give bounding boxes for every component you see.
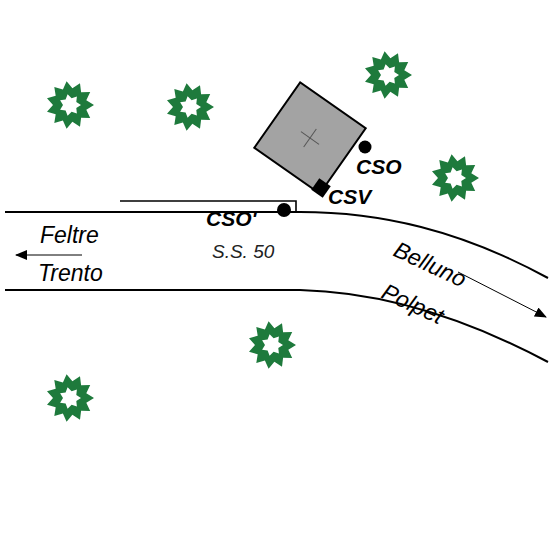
- csv-label: CSV: [328, 186, 371, 207]
- direction-arrow: [16, 255, 82, 256]
- tree-center: [60, 94, 81, 115]
- cso-prime-dot: [277, 203, 291, 217]
- csv-marker: [311, 178, 330, 197]
- road-edge: [5, 290, 548, 362]
- tree-symbol: [365, 51, 412, 99]
- direction-arrow: [458, 272, 546, 317]
- tree-symbol: [249, 321, 296, 369]
- trees: [47, 51, 479, 422]
- tree-center: [60, 387, 81, 408]
- tree-symbol: [167, 83, 214, 131]
- town-label: Feltre: [40, 224, 99, 247]
- cso-prime-label: CSO': [206, 208, 257, 229]
- tree-center: [262, 334, 283, 355]
- tree-center: [445, 167, 466, 188]
- cso-label: CSO: [356, 156, 402, 177]
- town-label: Belluno: [390, 238, 469, 291]
- town-label: Polpet: [378, 280, 447, 328]
- tree-symbol: [47, 374, 94, 422]
- tree-center: [180, 96, 201, 117]
- tree-center: [378, 64, 399, 85]
- tree-symbol: [432, 154, 479, 202]
- road-label: S.S. 50: [212, 242, 274, 261]
- town-label: Trento: [38, 262, 103, 285]
- building: [254, 82, 365, 193]
- cso-dot: [359, 141, 372, 154]
- tree-symbol: [47, 81, 94, 129]
